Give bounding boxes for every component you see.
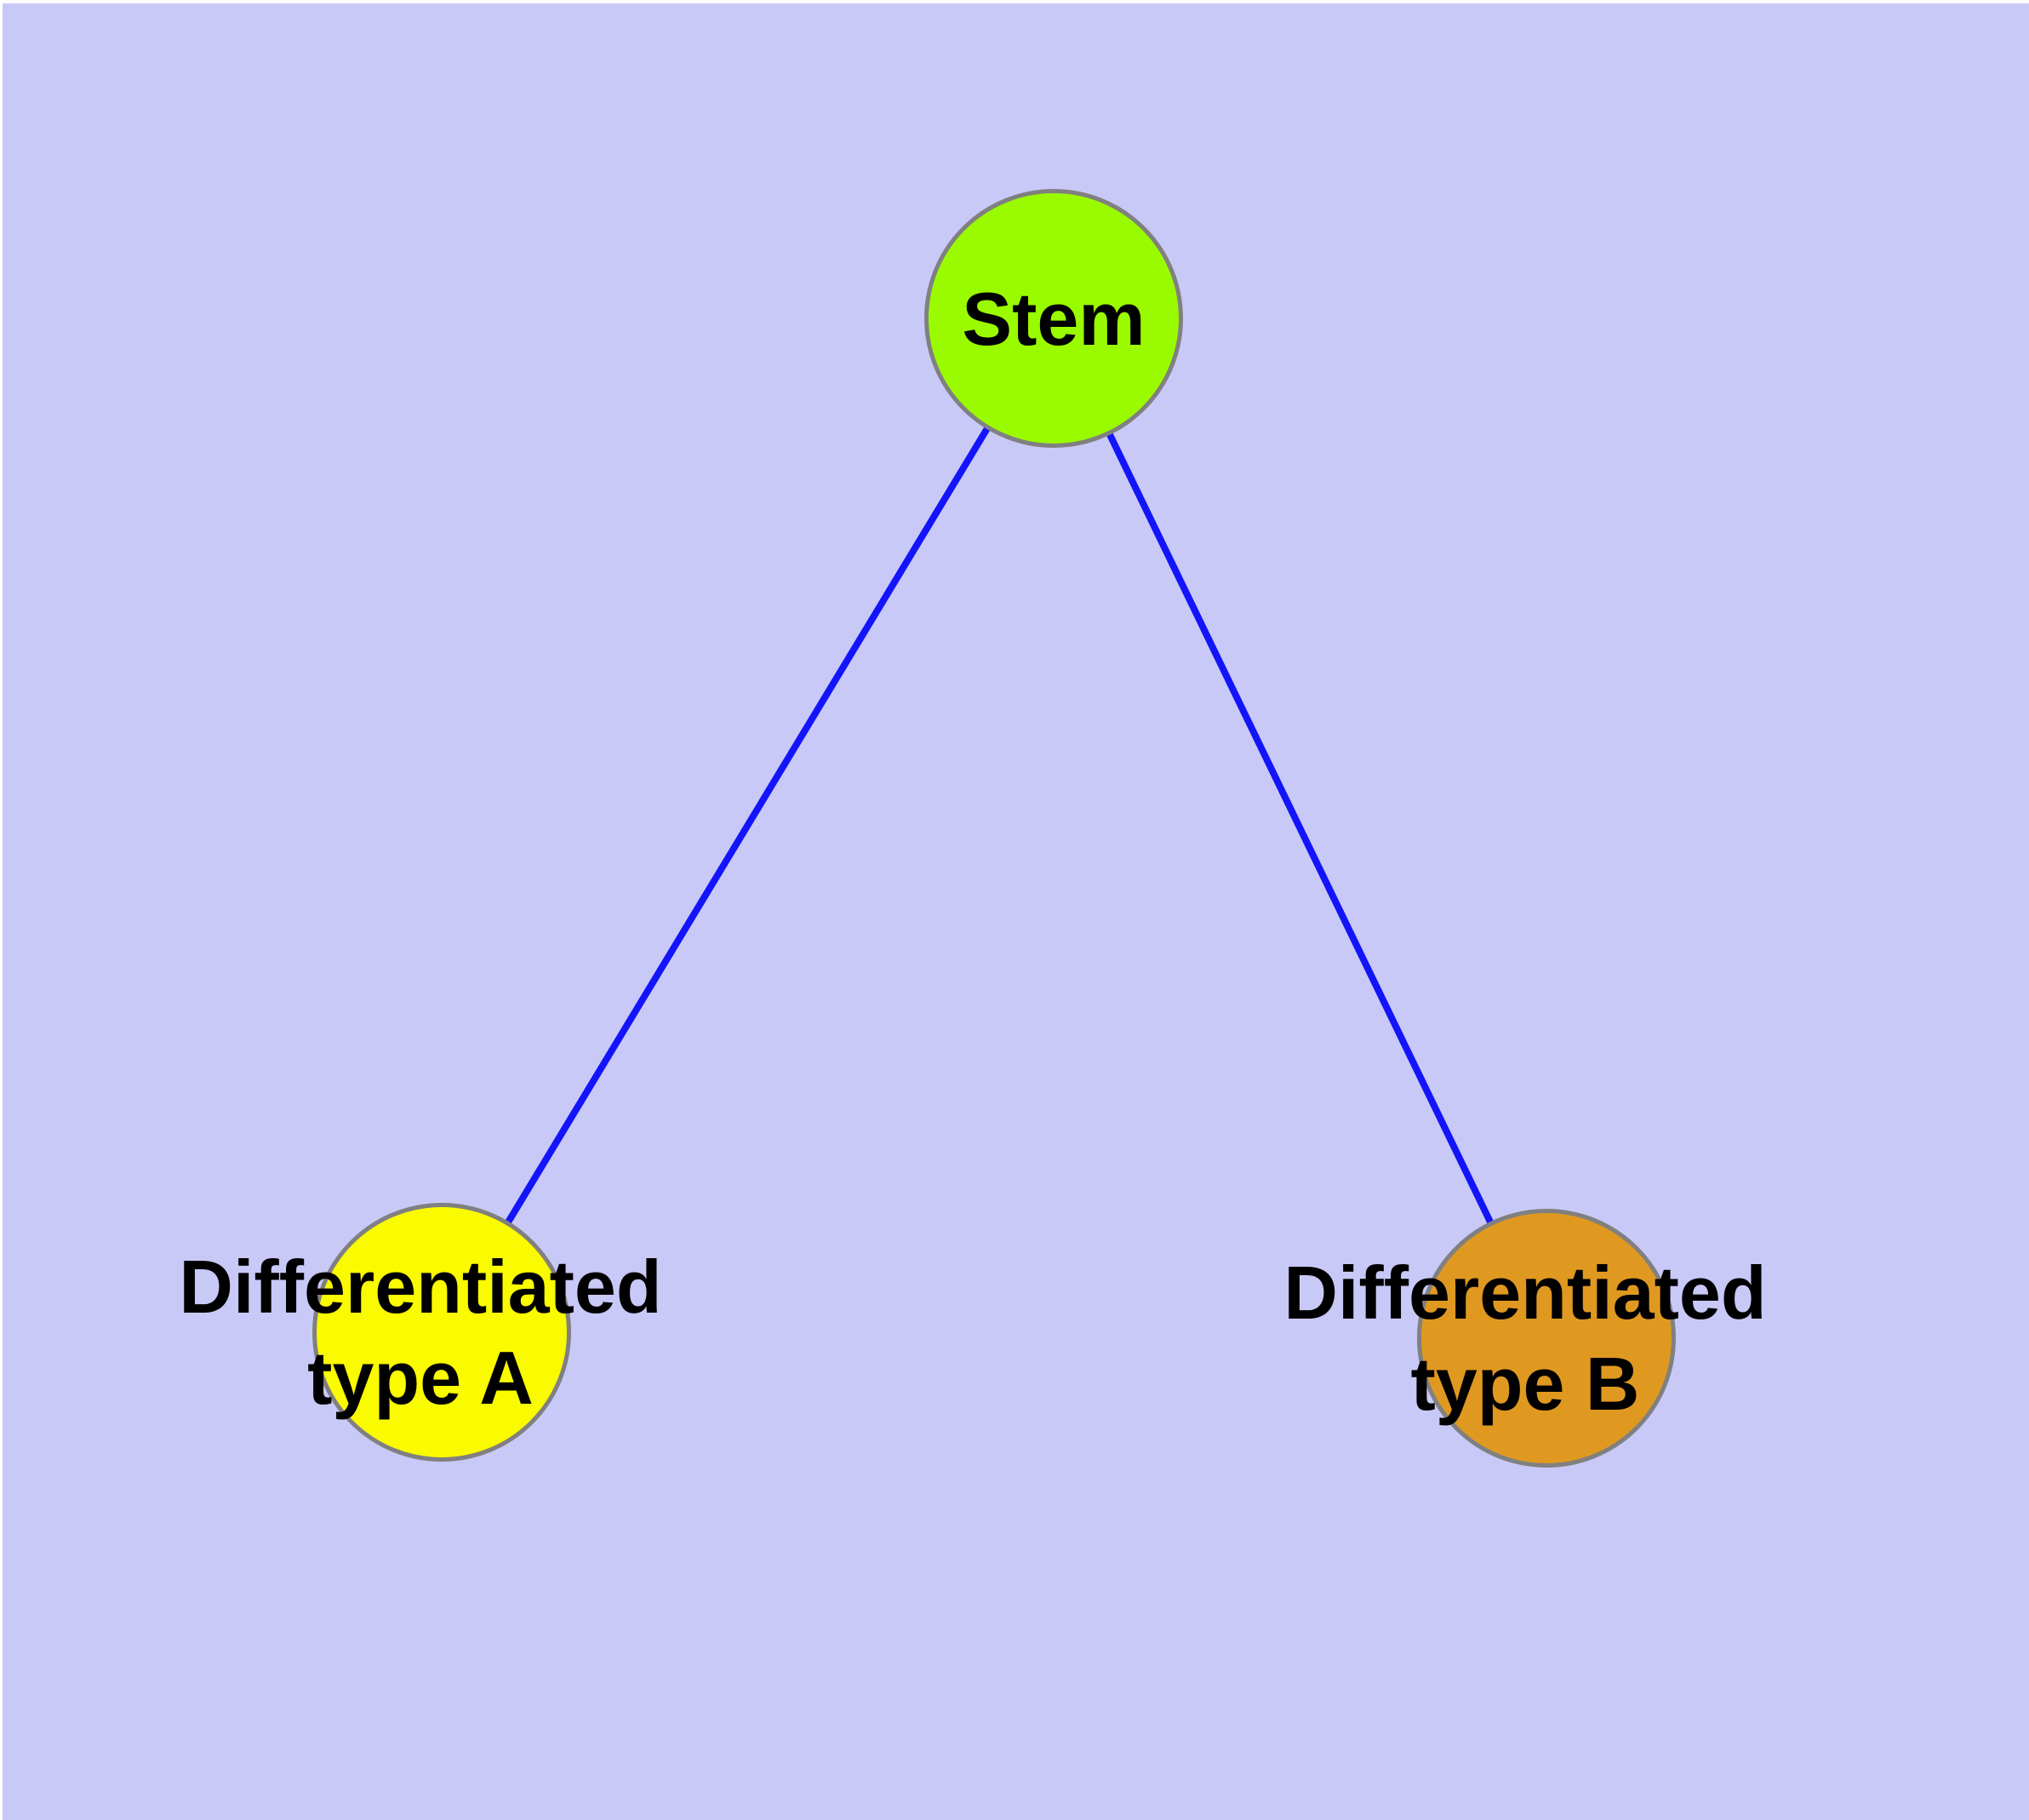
node-type-a-label: Differentiated type A bbox=[37, 1241, 803, 1423]
node-type-b-label-line2: type B bbox=[1410, 1342, 1640, 1426]
node-differentiated-type-a bbox=[312, 1203, 571, 1462]
node-type-a-label-line2: type A bbox=[307, 1336, 534, 1420]
node-type-b-label-line1: Differentiated bbox=[1283, 1251, 1767, 1335]
node-stem-label-line1: Stem bbox=[962, 277, 1146, 361]
node-differentiated-type-b bbox=[1417, 1209, 1676, 1468]
edge-stem-to-type-a bbox=[438, 316, 1057, 1335]
edge-stem-to-type-b bbox=[1050, 317, 1550, 1340]
node-type-b-label: Differentiated type B bbox=[1142, 1247, 1908, 1429]
node-stem bbox=[924, 189, 1183, 448]
node-type-a-label-line1: Differentiated bbox=[179, 1245, 662, 1329]
node-stem-label: Stem bbox=[671, 273, 1437, 364]
